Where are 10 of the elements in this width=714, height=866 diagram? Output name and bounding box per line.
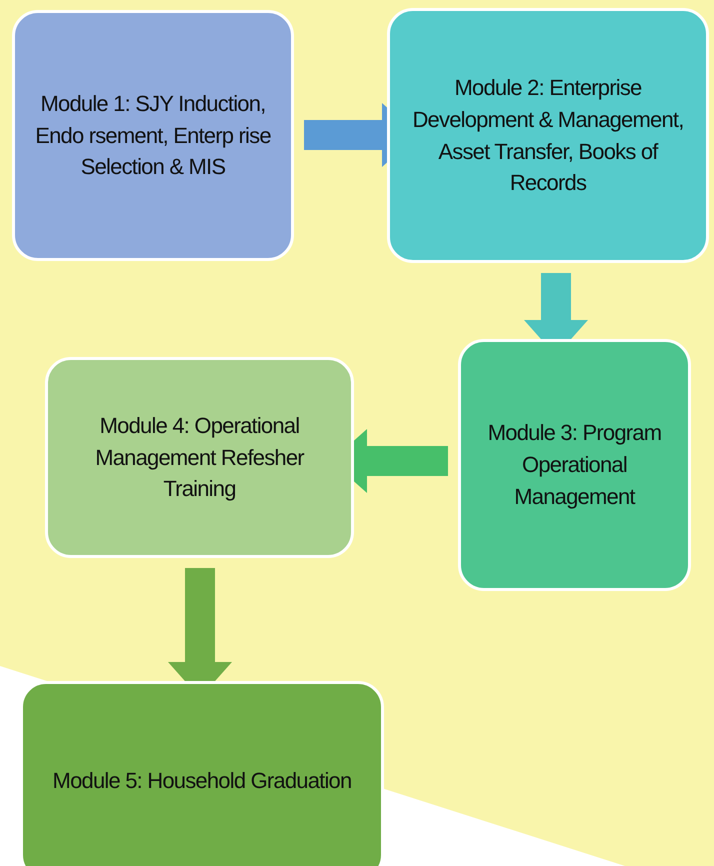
module-box <box>20 681 384 866</box>
module-text: Module 3: Program Operational Management <box>486 419 662 511</box>
module-text: Module 4: Operational Management Refesher Training <box>94 412 306 504</box>
module-box <box>458 339 691 591</box>
module-box <box>45 357 354 558</box>
module-box <box>12 10 294 261</box>
module-text: Module 2: Enterprise Development & Management, Asset Transfer, Books of Records <box>411 74 685 198</box>
module-text: Module 1: SJY Induction, Endo rsement, Enterp rise Selection & MIS <box>34 90 272 182</box>
module-box <box>387 8 709 263</box>
module-text: Module 5: Household Graduation <box>52 767 352 796</box>
